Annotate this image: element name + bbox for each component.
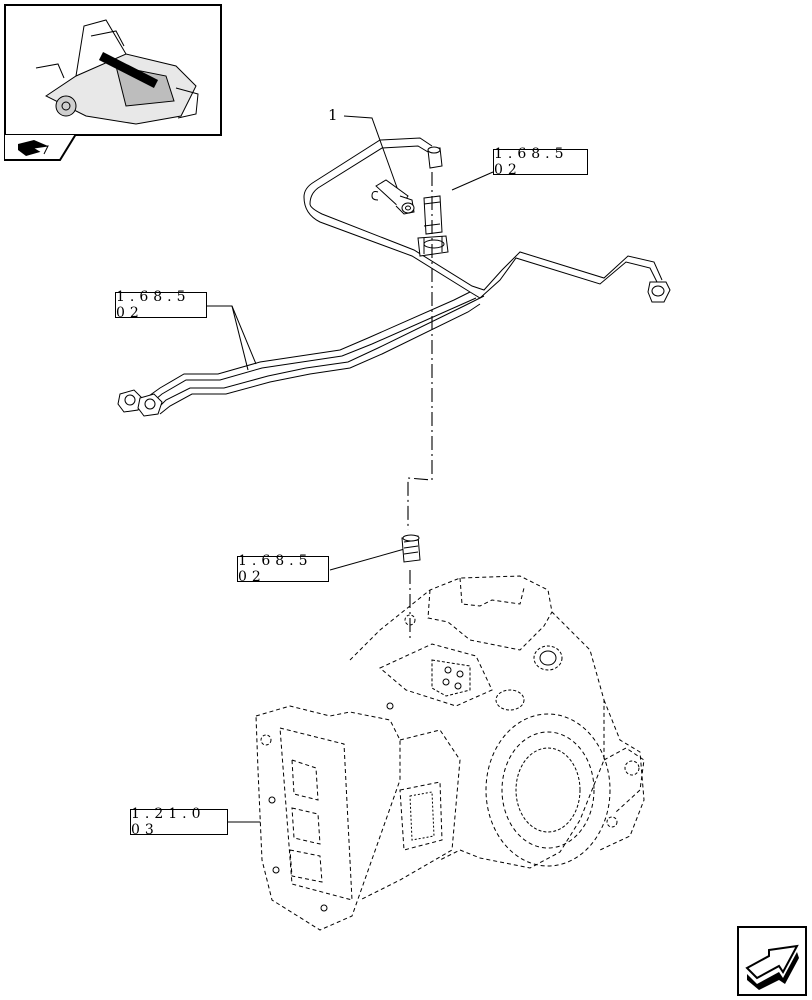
item-number-1: 1	[328, 106, 338, 124]
transmission-housing	[255, 575, 645, 931]
center-line	[407, 172, 433, 530]
leader-item-1	[343, 115, 401, 197]
overview-thumbnail[interactable]	[4, 4, 222, 136]
arrow-section-icon	[3, 133, 78, 161]
reference-box-pipe-left[interactable]: 1.68.5 02	[115, 289, 207, 321]
next-page-button[interactable]	[737, 926, 807, 996]
reference-box-fitting[interactable]: 1.68.5 02	[237, 553, 329, 585]
reference-box-housing[interactable]: 1.21.0 03	[130, 806, 228, 838]
section-tab[interactable]	[3, 133, 78, 162]
next-page-arrow-icon	[745, 944, 799, 990]
reference-box-pipe-upper[interactable]: 1.68.5 02	[493, 146, 588, 178]
tractor-thumbnail-icon	[35, 19, 199, 125]
